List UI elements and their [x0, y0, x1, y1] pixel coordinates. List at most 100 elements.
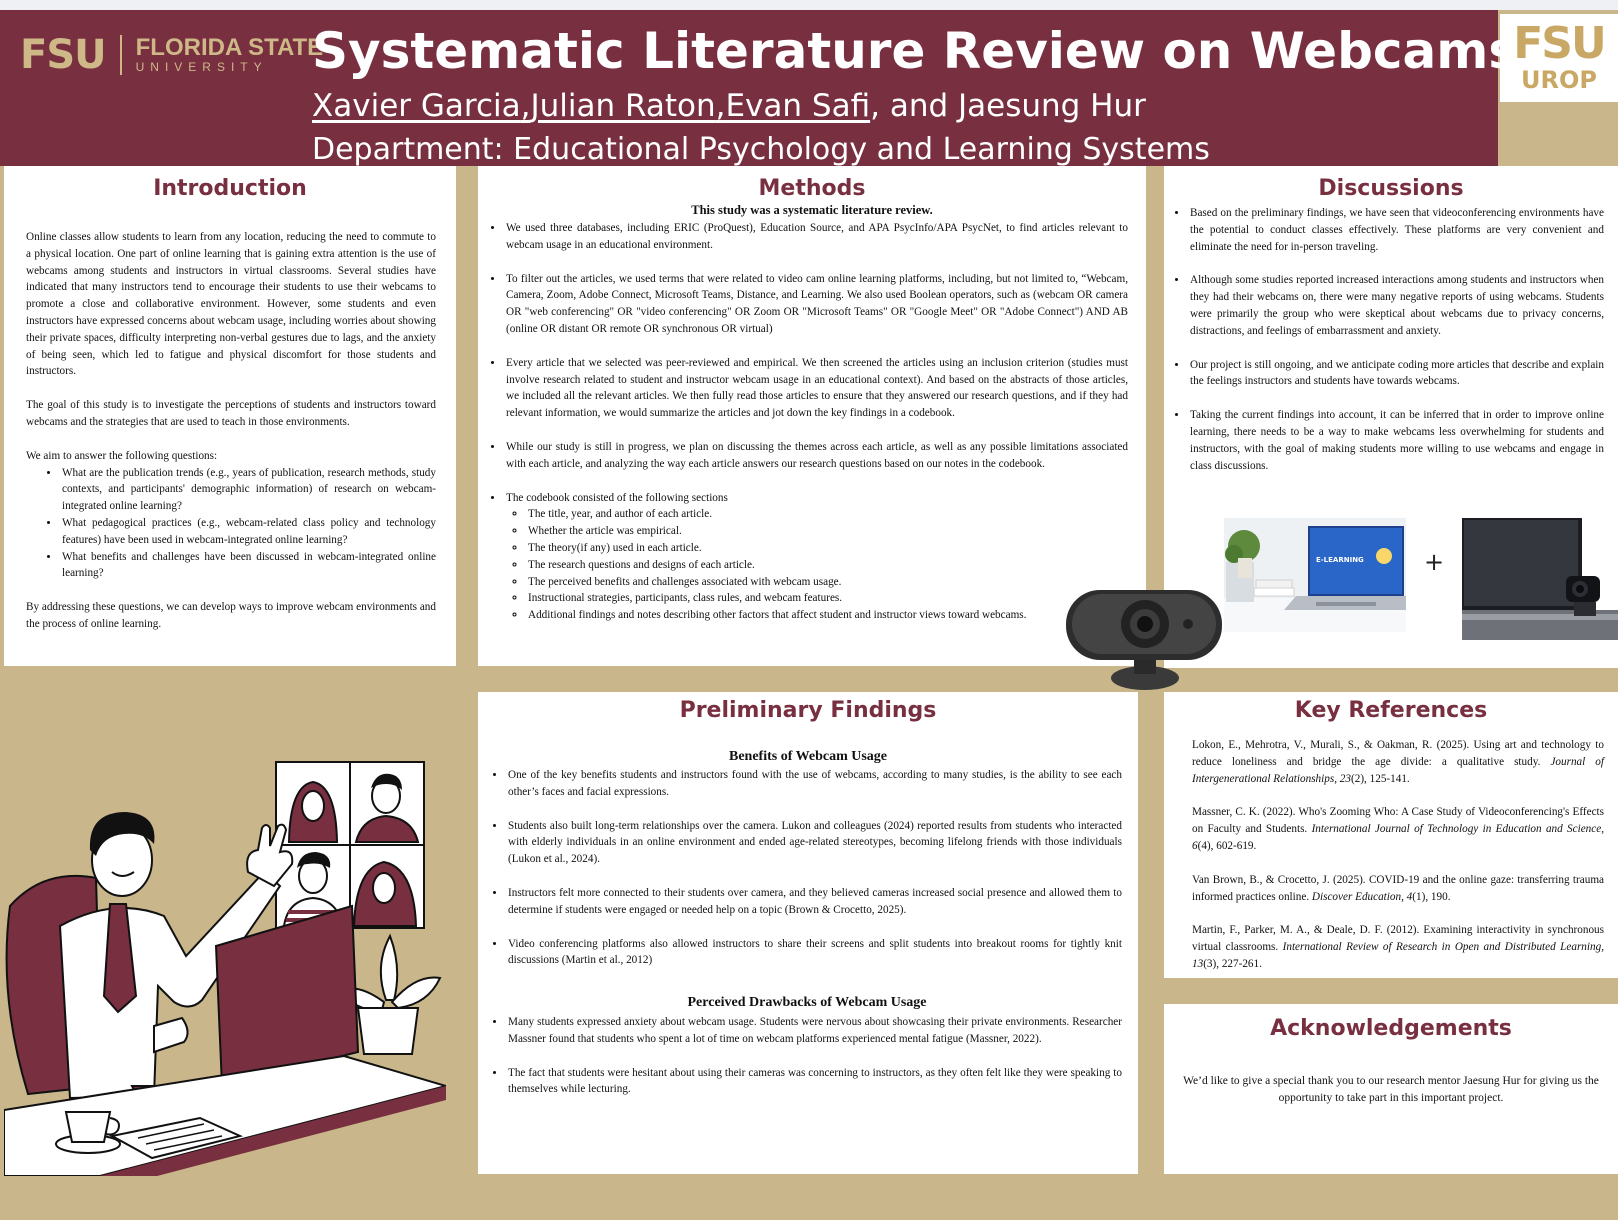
urop-logo: FSU UROP: [1500, 14, 1618, 102]
urop-logo-mark: FSU: [1513, 18, 1606, 69]
questions-intro: We aim to answer the following questions…: [26, 449, 218, 462]
introduction-goal: The goal of this study is to investigate…: [26, 399, 436, 428]
discussions-item: Although some studies reported increased…: [1188, 272, 1604, 339]
codebook-section: The perceived benefits and challenges as…: [526, 574, 1128, 591]
drawback-item: The fact that students were hesitant abo…: [506, 1065, 1122, 1099]
authors-line: Xavier Garcia,Julian Raton,Evan Safi, an…: [312, 88, 1146, 124]
fsu-logo-words: FLORIDA STATE UNIVERSITY: [135, 34, 324, 75]
fsu-logo-name: FLORIDA STATE: [135, 34, 324, 61]
reference-journal: Journal of Intergenerational Relationshi…: [1192, 755, 1604, 785]
benefit-item: Video conferencing platforms also allowe…: [506, 936, 1122, 970]
findings-panel: Preliminary Findings Benefits of Webcam …: [478, 692, 1138, 1174]
plus-sign: +: [1424, 548, 1445, 576]
author-3: Evan Safi: [725, 88, 871, 124]
reference-item: Massner, C. K. (2022). Who's Zooming Who…: [1192, 804, 1604, 854]
codebook-section: The title, year, and author of each arti…: [526, 506, 1128, 523]
logo-divider: [119, 35, 122, 75]
reference-item: Lokon, E., Mehrotra, V., Murali, S., & O…: [1192, 737, 1604, 787]
codebook-intro: The codebook consisted of the following …: [506, 491, 728, 504]
research-question: What pedagogical practices (e.g., webcam…: [60, 515, 436, 549]
drawbacks-list: Many students expressed anxiety about we…: [506, 1014, 1122, 1098]
reference-journal: Discover Education, 4: [1311, 890, 1413, 903]
coffee-cup: [55, 1111, 121, 1154]
research-question: What are the publication trends (e.g., y…: [60, 465, 436, 515]
codebook-section: Additional findings and notes describing…: [526, 607, 1128, 624]
introduction-panel: Introduction Online classes allow studen…: [4, 166, 456, 666]
methods-body: We used three databases, including ERIC …: [490, 220, 1128, 624]
reference-item: Martin, F., Parker, M. A., & Deale, D. F…: [1192, 922, 1604, 972]
fsu-logo-mark: FSU: [20, 32, 107, 78]
reference-text: Van Brown, B., & Crocetto, J. (2025). CO…: [1192, 873, 1604, 903]
research-questions: What are the publication trends (e.g., y…: [60, 465, 436, 583]
author-2: Julian Raton: [530, 88, 716, 124]
reference-text: Martin, F., Parker, M. A., & Deale, D. F…: [1192, 924, 1604, 954]
methods-item-codebook: The codebook consisted of the following …: [504, 490, 1128, 624]
benefit-item: One of the key benefits students and ins…: [506, 767, 1122, 801]
poster-title: Systematic Literature Review on Webcams: [312, 22, 1519, 80]
reference-text: Lokon, E., Mehrotra, V., Murali, S., & O…: [1192, 739, 1604, 768]
research-question: What benefits and challenges have been d…: [60, 549, 436, 583]
codebook-section: Instructional strategies, participants, …: [526, 590, 1128, 607]
methods-item: Every article that we selected was peer-…: [504, 355, 1128, 422]
findings-body: One of the key benefits students and ins…: [492, 767, 1122, 1098]
waving-hand: [246, 823, 294, 888]
drawbacks-title: Perceived Drawbacks of Webcam Usage: [687, 995, 927, 1011]
necktie: [102, 903, 138, 1014]
video-call-grid: [275, 761, 425, 929]
reference-text: Massner, C. K. (2022). Who's Zooming Who…: [1192, 806, 1604, 836]
computer-monitor: [214, 904, 360, 1088]
introduction-body: Online classes allow students to learn f…: [26, 229, 436, 633]
methods-lead: This study was a systematic literature r…: [691, 203, 933, 217]
online-meeting-illustration: [4, 761, 446, 1176]
elearning-laptop-photo: E-LEARNING: [1224, 518, 1406, 632]
benefit-item: Instructors felt more connected to their…: [506, 885, 1122, 919]
codebook-section: The research questions and designs of ea…: [526, 557, 1128, 574]
discussions-body: Based on the preliminary findings, we ha…: [1174, 205, 1604, 474]
methods-title: Methods: [758, 176, 866, 201]
reference-issue: (1), 190.: [1412, 890, 1451, 903]
introduction-closing: By addressing these questions, we can de…: [26, 601, 436, 630]
methods-item: To filter out the articles, we used term…: [504, 271, 1128, 338]
author-1: Xavier Garcia: [312, 88, 521, 124]
codebook-section: Whether the article was empirical.: [526, 523, 1128, 540]
benefits-list: One of the key benefits students and ins…: [506, 767, 1122, 969]
references-body: Lokon, E., Mehrotra, V., Murali, S., & O…: [1192, 737, 1604, 973]
references-title: Key References: [1294, 698, 1488, 723]
benefit-item: Students also built long-term relationsh…: [506, 818, 1122, 868]
reference-journal: International Journal of Technology in E…: [1192, 823, 1605, 852]
reference-issue: (3), 227-261.: [1203, 957, 1262, 970]
methods-panel: Methods This study was a systematic lite…: [478, 166, 1146, 666]
acknowledgements-title: Acknowledgements: [1270, 1016, 1512, 1041]
top-strip: [0, 0, 1618, 10]
benefits-title: Benefits of Webcam Usage: [729, 749, 887, 764]
author-rest: , and Jaesung Hur: [870, 88, 1146, 124]
methods-item: While our study is still in progress, we…: [504, 439, 1128, 473]
references-panel: Key References Lokon, E., Mehrotra, V., …: [1164, 692, 1618, 978]
urop-logo-sub: UROP: [1521, 66, 1597, 94]
acknowledgements-text: We’d like to give a special thank you to…: [1183, 1075, 1599, 1104]
department-line: Department: Educational Psychology and L…: [312, 132, 1210, 167]
laptop-webcam-photo: [1462, 518, 1618, 640]
codebook-section: The theory(if any) used in each article.: [526, 540, 1128, 557]
header-banner: FSU FLORIDA STATE UNIVERSITY Systematic …: [0, 10, 1519, 167]
findings-title: Preliminary Findings: [679, 698, 937, 723]
discussions-item: Our project is still ongoing, and we ant…: [1188, 357, 1604, 391]
codebook-sections: The title, year, and author of each arti…: [526, 506, 1128, 624]
webcam-illustration: [1066, 590, 1222, 690]
methods-item: We used three databases, including ERIC …: [504, 220, 1128, 254]
reference-journal: International Review of Research in Open…: [1192, 941, 1604, 970]
laptop-screen-text: E-LEARNING: [1316, 556, 1364, 564]
discussions-item: Taking the current findings into account…: [1188, 407, 1604, 474]
introduction-title: Introduction: [153, 176, 307, 201]
reference-item: Van Brown, B., & Crocetto, J. (2025). CO…: [1192, 872, 1604, 906]
discussions-item: Based on the preliminary findings, we ha…: [1188, 205, 1604, 255]
acknowledgements-panel: Acknowledgements We’d like to give a spe…: [1164, 1004, 1618, 1174]
discussions-list: Based on the preliminary findings, we ha…: [1188, 205, 1604, 474]
potted-plant: [340, 933, 442, 1055]
methods-list: We used three databases, including ERIC …: [504, 220, 1128, 624]
fsu-logo: FSU FLORIDA STATE UNIVERSITY: [20, 30, 323, 80]
reference-issue: (2), 125-141.: [1351, 772, 1410, 785]
introduction-paragraph: Online classes allow students to learn f…: [26, 231, 436, 378]
fsu-logo-sub: UNIVERSITY: [135, 60, 268, 74]
